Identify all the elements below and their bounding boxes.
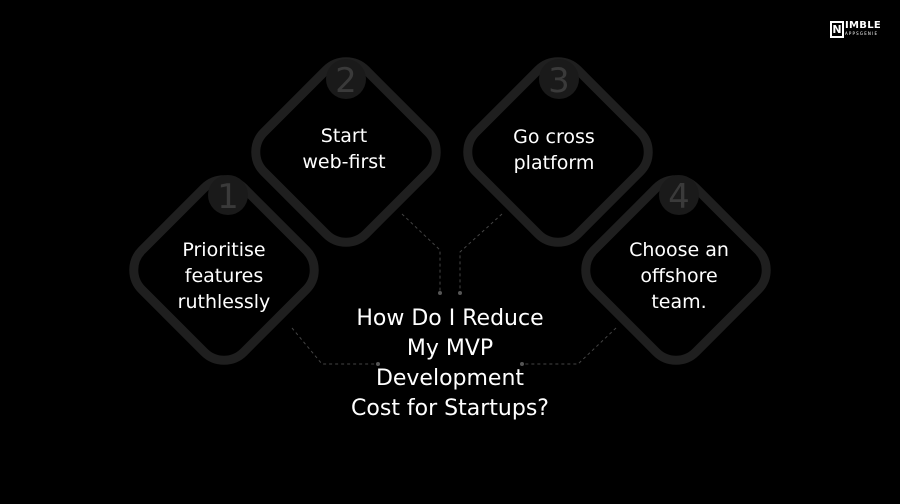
step-3-diamond: 3 [463,57,653,247]
step-2-number: 2 [335,61,357,101]
connector-step-3 [459,213,503,292]
step-1-number: 1 [217,177,239,217]
diagram-title: How Do I Reduce My MVP Development Cost … [351,306,549,421]
connector-step-1 [291,327,378,365]
step-3-number: 3 [548,61,570,101]
step-4-number: 4 [668,177,690,217]
logo-subtext: APPSGENIE [845,31,879,36]
step-3-number-badge [539,59,579,99]
connector-dots [376,291,524,366]
step-1-diamond: 1 [129,175,319,365]
step-3-label: Go cross platform [513,126,595,174]
step-2-diamond: 2 [251,57,441,247]
logo-text: IMBLE [845,20,881,31]
step-1-number-badge [208,175,248,215]
step-4-label: Choose an offshore team. [629,239,729,313]
step-1-label: Prioritise features ruthlessly [177,239,271,313]
step-2-number-badge [326,59,366,99]
brand-logo: N IMBLE APPSGENIE [830,21,881,41]
connectors [291,213,617,365]
step-4-diamond: 4 [581,175,771,365]
connector-step-2 [401,213,441,292]
step-2-label: Start web-first [302,125,386,173]
step-4-number-badge [659,175,699,215]
logo-mark: N [830,21,844,38]
logo-wordmark: IMBLE APPSGENIE [845,21,881,36]
